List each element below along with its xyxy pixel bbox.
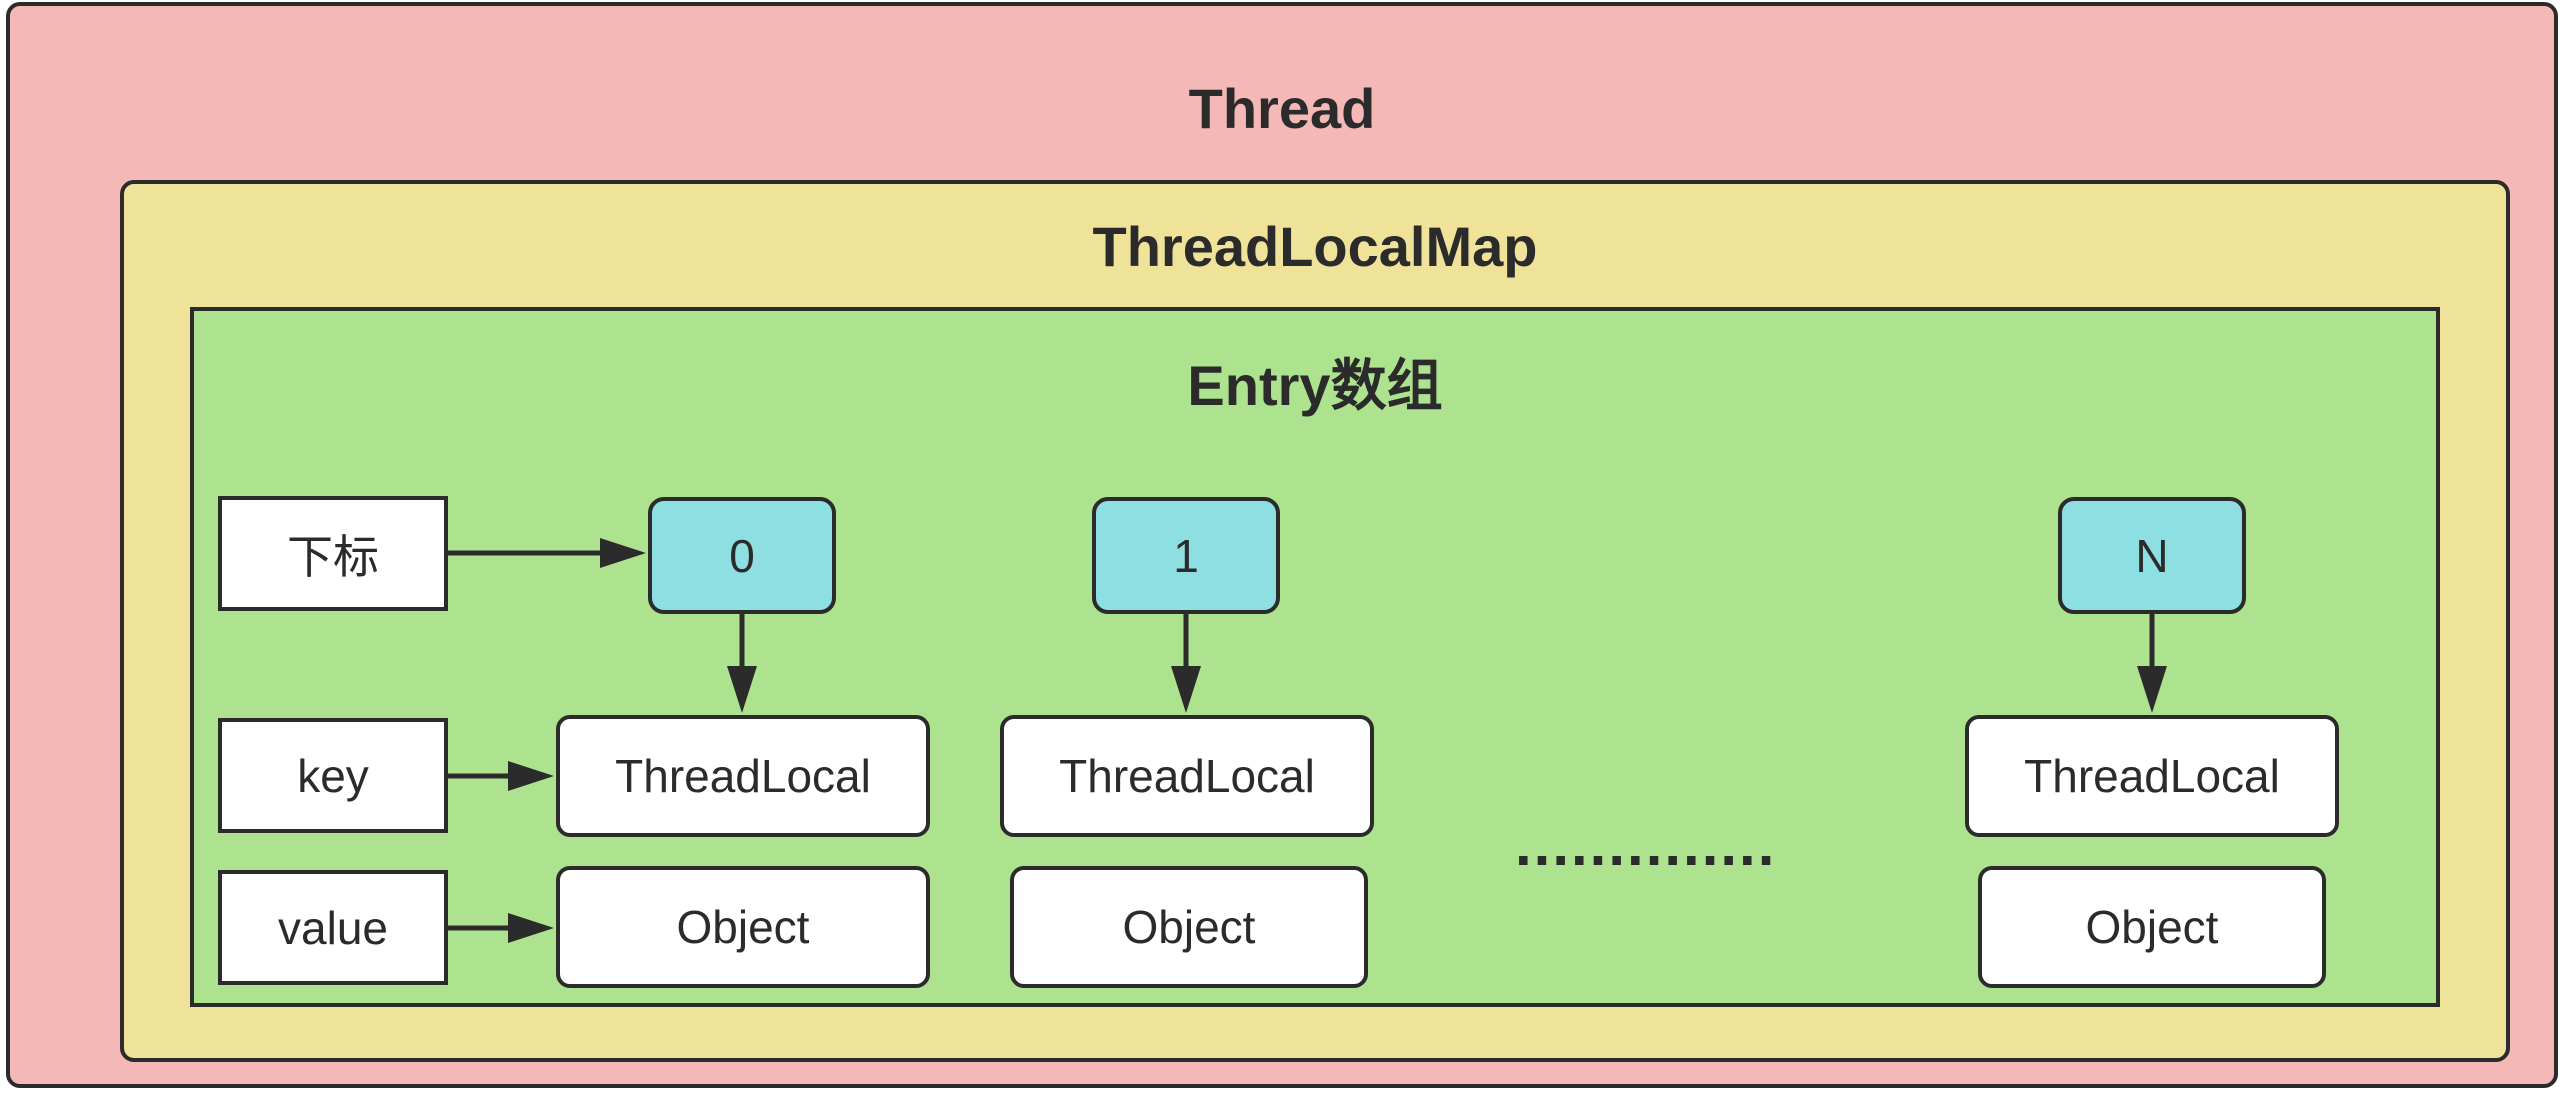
entry-array-title: Entry数组 — [1187, 354, 1443, 417]
entry-index-n: N — [2058, 497, 2246, 614]
entry-value-1: Object — [1010, 866, 1368, 988]
ellipsis: .............. — [1515, 811, 1777, 878]
row-label-key: key — [218, 718, 448, 833]
row-label-index: 下标 — [218, 496, 448, 611]
entry-value-n: Object — [1978, 866, 2326, 988]
row-label-value: value — [218, 870, 448, 985]
entry-key-1: ThreadLocal — [1000, 715, 1374, 837]
entry-value-0: Object — [556, 866, 930, 988]
entry-key-0: ThreadLocal — [556, 715, 930, 837]
entry-index-1: 1 — [1092, 497, 1280, 614]
threadlocalmap-title: ThreadLocalMap — [1092, 215, 1538, 278]
entry-key-n: ThreadLocal — [1965, 715, 2339, 837]
thread-title: Thread — [1188, 77, 1376, 140]
entry-index-0: 0 — [648, 497, 836, 614]
